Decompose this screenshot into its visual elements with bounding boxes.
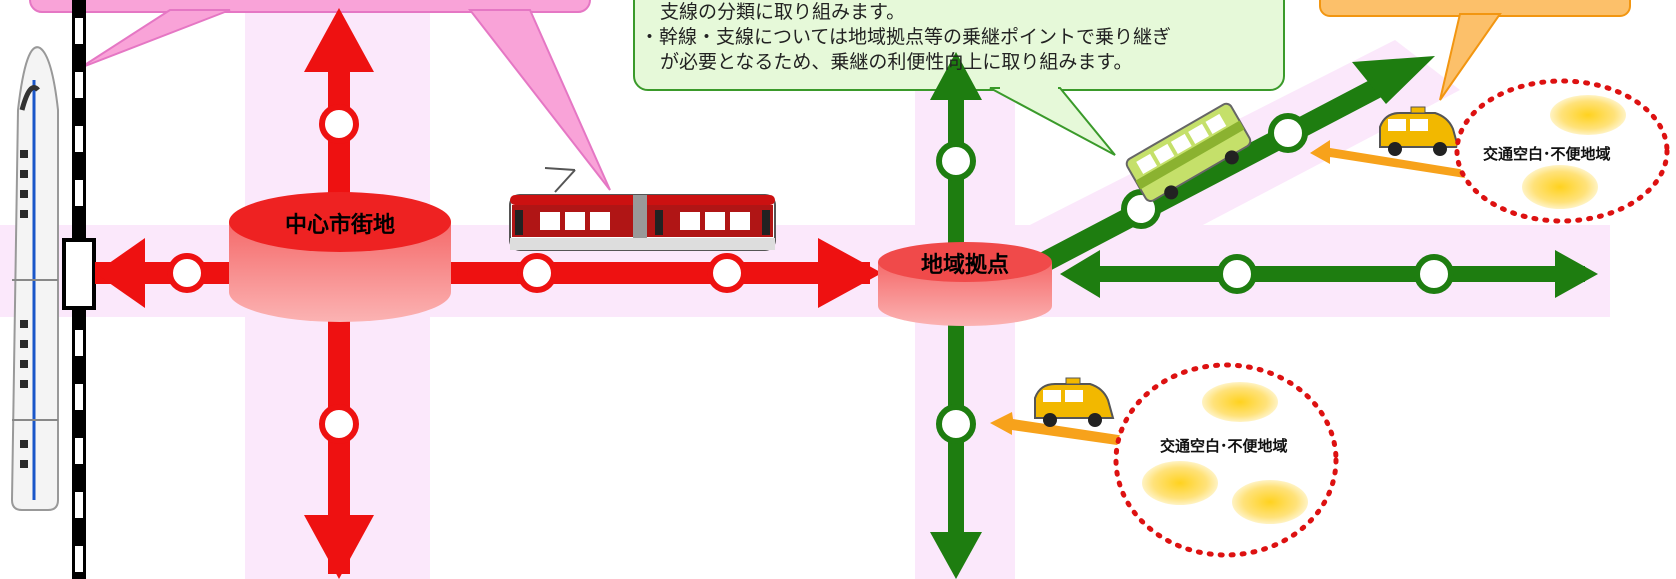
hub-city-center xyxy=(229,192,451,322)
stop-green-east-2 xyxy=(1414,254,1454,294)
stop-green-east-1 xyxy=(1217,254,1257,294)
bus xyxy=(1125,102,1252,202)
railway-station xyxy=(62,238,96,310)
shinkansen-train xyxy=(10,46,59,511)
callout-line-2: ・幹線・支線については地域拠点等の乗継ポイントで乗り継ぎ xyxy=(640,26,1172,48)
pink-callout xyxy=(29,0,611,191)
taxi-1 xyxy=(1034,377,1115,427)
stop-green-ne-2 xyxy=(1268,113,1308,153)
stop-green-north xyxy=(936,141,976,181)
hub-label-city-center: 中心市街地 xyxy=(284,213,395,238)
area-label-1: 交通空白･不便地域 xyxy=(1160,437,1288,455)
underserved-area-2 xyxy=(1454,78,1670,224)
hub-label-regional: 地域拠点 xyxy=(920,253,1009,278)
stop-red-west xyxy=(167,253,207,293)
stop-red-south xyxy=(319,404,359,444)
stop-red-north xyxy=(319,104,359,144)
hub-regional xyxy=(878,242,1052,326)
area-label-2: 交通空白･不便地域 xyxy=(1483,145,1611,163)
green-callout-text: 支線の分類に取り組みます。 ・幹線・支線については地域拠点等の乗継ポイントで乗り… xyxy=(640,0,1270,75)
stop-red-east-2 xyxy=(707,253,747,293)
stop-circles xyxy=(167,104,1454,444)
underserved-area-1 xyxy=(1113,362,1339,558)
taxi-2 xyxy=(1379,106,1460,156)
orange-callout xyxy=(1319,0,1631,101)
stop-green-south xyxy=(936,404,976,444)
stop-red-east-1 xyxy=(517,253,557,293)
tram xyxy=(509,167,776,251)
callout-line-1: 支線の分類に取り組みます。 xyxy=(660,1,906,23)
callout-line-3: が必要となるため、乗継の利便性向上に取り組みます。 xyxy=(660,51,1133,73)
railway-track xyxy=(62,0,96,579)
